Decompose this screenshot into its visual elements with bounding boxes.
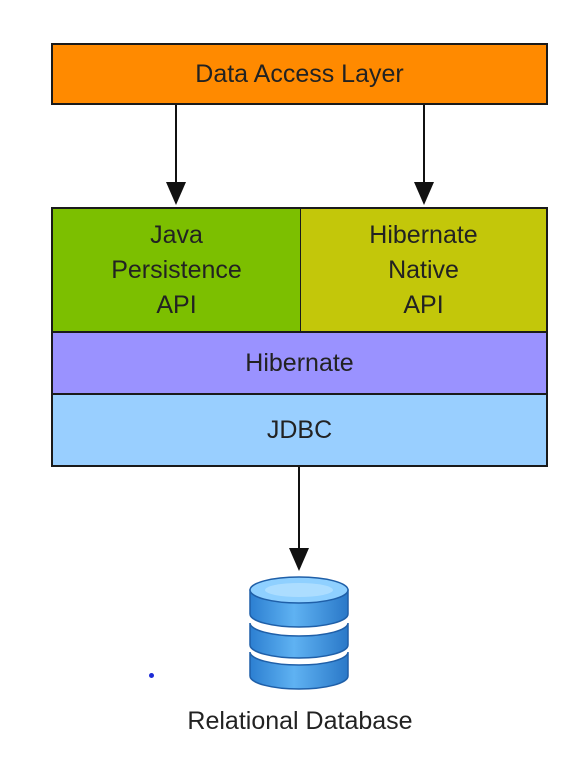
hibernate-native-api-line-3: API [403,290,444,319]
jpa-label-line-2: Persistence [111,255,242,284]
hibernate-native-api-label: Hibernate Native API [369,218,477,323]
data-access-layer-label: Data Access Layer [195,59,404,88]
arrow-dal-to-hibernate-native [414,105,434,205]
hibernate-native-api-line-2: Native [388,255,459,284]
arrow-dal-to-jpa [166,105,186,205]
jpa-label-line-3: API [156,290,197,319]
jdbc-box: JDBC [51,393,548,467]
database-cylinder-icon [249,576,349,690]
jpa-label: Java Persistence API [111,218,242,323]
database-label: Relational Database [187,707,413,735]
arrow-jdbc-to-database [289,467,309,571]
jpa-label-line-1: Java [150,220,203,249]
jdbc-label: JDBC [266,415,333,444]
hibernate-native-api-line-1: Hibernate [369,220,478,249]
data-access-layer-box: Data Access Layer [51,43,548,105]
hibernate-label: Hibernate [245,348,354,377]
stray-dot [149,673,154,678]
